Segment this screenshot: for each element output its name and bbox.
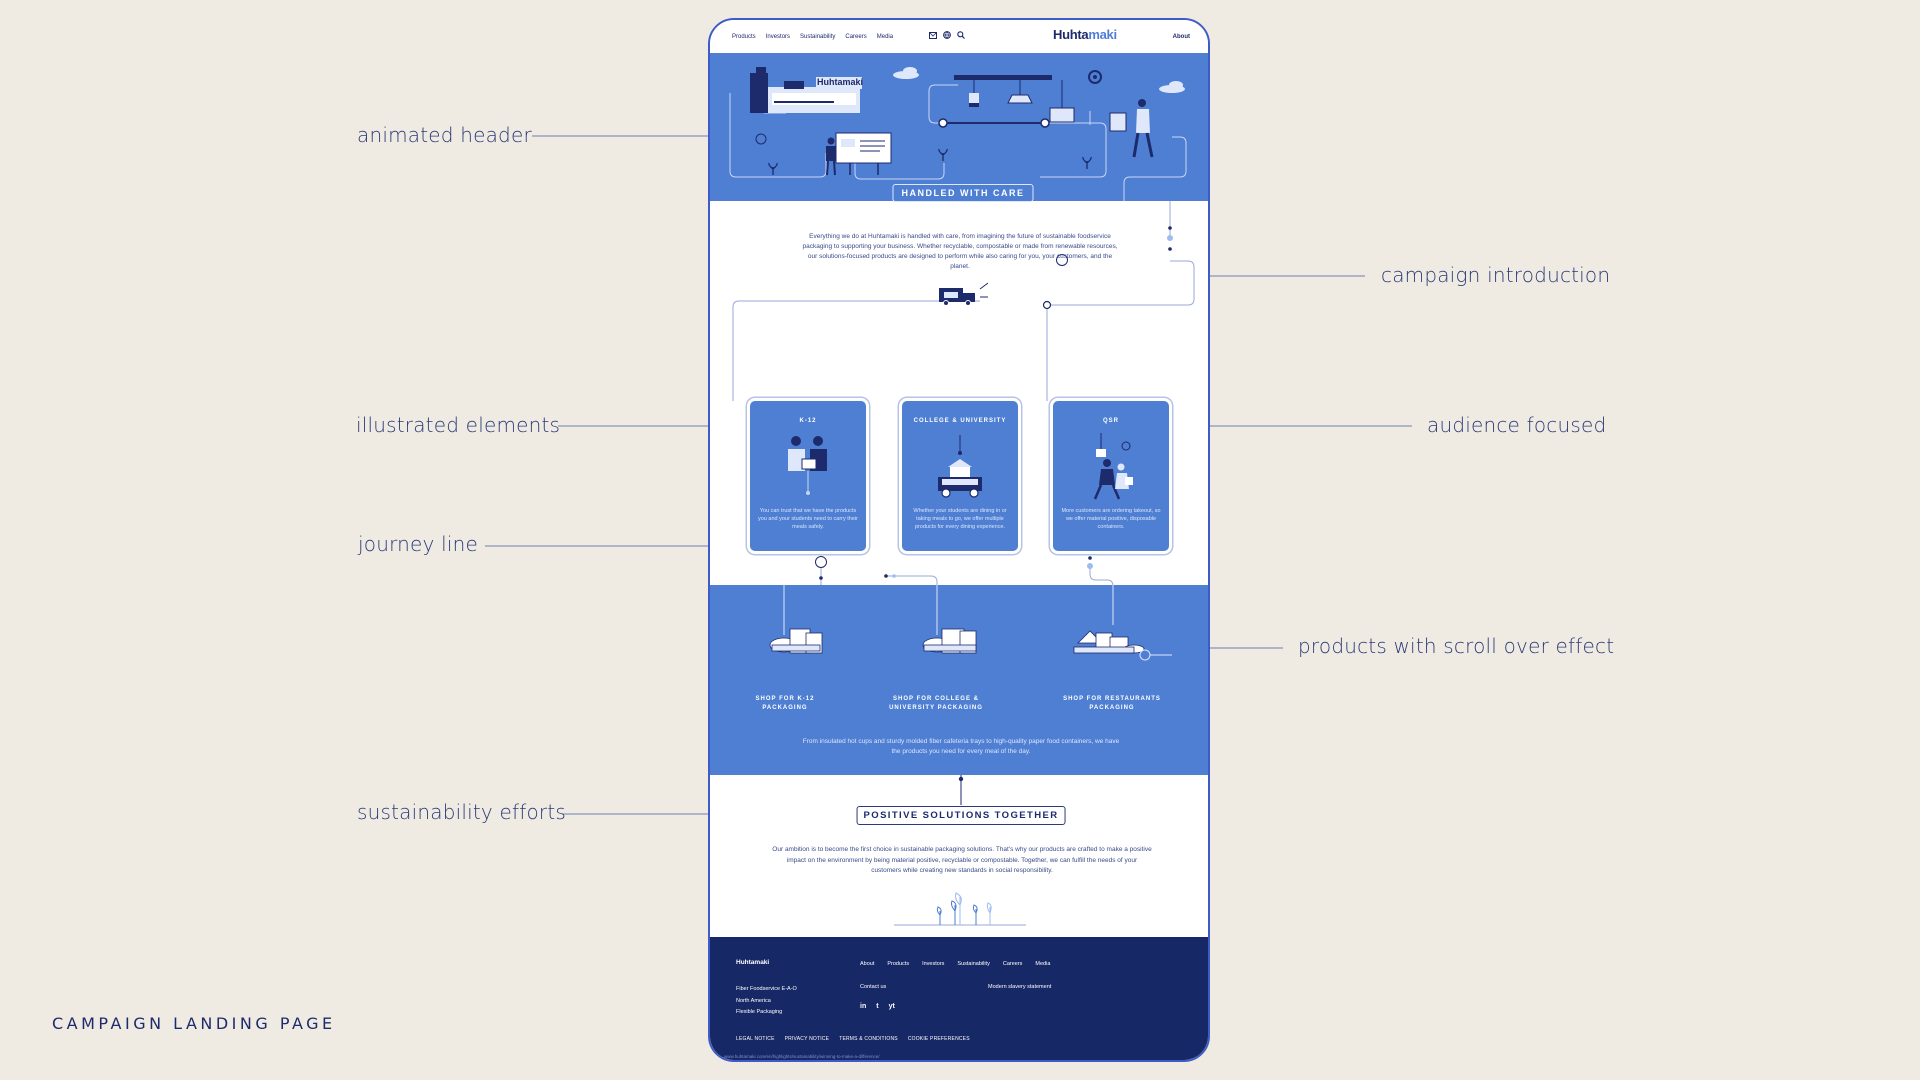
site-footer: Huhtamaki About Products Investors Susta… bbox=[710, 937, 1208, 1060]
shop-college-link[interactable]: SHOP FOR COLLEGE & UNIVERSITY PACKAGING bbox=[881, 695, 991, 713]
nav-links: Products Investors Sustainability Career… bbox=[732, 34, 893, 40]
annotation-animated-header: animated header bbox=[357, 123, 532, 147]
cloud-icons bbox=[893, 67, 1185, 93]
footer-link-products[interactable]: Products bbox=[887, 961, 910, 967]
annotation-campaign-introduction: campaign introduction bbox=[1381, 263, 1611, 287]
nav-link-products[interactable]: Products bbox=[732, 34, 756, 40]
logo-text-dark: Huhta bbox=[1053, 27, 1089, 42]
nav-link-sustainability[interactable]: Sustainability bbox=[800, 34, 836, 40]
shop-college-line1: SHOP FOR COLLEGE & bbox=[893, 696, 979, 702]
nav-link-about[interactable]: About bbox=[1172, 34, 1190, 40]
nav-icons bbox=[929, 31, 965, 39]
factory-illustration bbox=[750, 67, 862, 113]
shop-restaurants-line1: SHOP FOR RESTAURANTS bbox=[1063, 696, 1161, 702]
products-section: SHOP FOR K-12 PACKAGING SHOP FOR COLLEGE… bbox=[710, 585, 1208, 775]
nav-link-investors[interactable]: Investors bbox=[765, 34, 791, 40]
hero-badge: HANDLED WITH CARE bbox=[892, 184, 1034, 202]
shop-college-line2: UNIVERSITY PACKAGING bbox=[889, 705, 983, 711]
shop-k12-link[interactable]: SHOP FOR K-12 PACKAGING bbox=[730, 695, 840, 713]
shop-k12-line2: PACKAGING bbox=[762, 705, 808, 711]
youtube-icon[interactable]: yt bbox=[888, 1003, 895, 1010]
sustainability-description: Our ambition is to become the first choi… bbox=[772, 846, 1152, 874]
linkedin-icon[interactable]: in bbox=[860, 1003, 867, 1010]
footer-contact-link[interactable]: Contact us bbox=[860, 984, 887, 990]
nav-link-careers[interactable]: Careers bbox=[845, 34, 867, 40]
terms-link[interactable]: TERMS & CONDITIONS bbox=[839, 1036, 898, 1042]
delivery-truck-icon bbox=[939, 282, 989, 306]
presenter-illustration bbox=[826, 132, 892, 176]
factory-sign: Huhtamaki bbox=[817, 77, 863, 87]
hero-illustration: Huhtamaki bbox=[729, 67, 1187, 201]
campaign-introduction: Everything we do at Huhtamaki is handled… bbox=[802, 233, 1118, 270]
footer-division-flexible[interactable]: Flexible Packaging bbox=[736, 1009, 783, 1015]
animated-header: Huhtamaki bbox=[710, 53, 1208, 202]
mail-icon[interactable] bbox=[929, 31, 937, 39]
annotation-audience-focused: audience focused bbox=[1427, 413, 1607, 437]
status-bar-url: www.huhtamaki.com/en/highlights/sustaina… bbox=[724, 1054, 880, 1059]
logo-text-light: maki bbox=[1088, 27, 1117, 42]
audience-card-qsr[interactable]: QSR More customers are ordering takeout,… bbox=[1053, 401, 1169, 551]
students-illustration bbox=[788, 436, 827, 495]
globe-icon[interactable] bbox=[943, 31, 951, 39]
card-text: You can trust that we have the products … bbox=[758, 508, 858, 530]
card-title: K-12 bbox=[799, 418, 817, 424]
footer-link-media[interactable]: Media bbox=[1035, 961, 1051, 967]
audience-card-k12[interactable]: K-12 You can trust that we have the prod… bbox=[750, 401, 866, 551]
footer-nav: About Products Investors Sustainability … bbox=[860, 961, 1050, 967]
products-description: From insulated hot cups and sturdy molde… bbox=[802, 738, 1120, 755]
privacy-notice-link[interactable]: PRIVACY NOTICE bbox=[784, 1036, 830, 1042]
college-products-icon bbox=[922, 628, 977, 654]
nav-link-media[interactable]: Media bbox=[876, 34, 894, 40]
brand-logo[interactable]: Huhtamaki bbox=[1053, 27, 1117, 42]
footer-logo[interactable]: Huhtamaki bbox=[736, 959, 770, 966]
footer-link-sustainability[interactable]: Sustainability bbox=[957, 961, 990, 967]
footer-link-careers[interactable]: Careers bbox=[1002, 961, 1023, 967]
sustainability-title: POSITIVE SOLUTIONS TOGETHER bbox=[856, 806, 1066, 825]
card-title: QSR bbox=[1102, 418, 1119, 424]
sprout-icons bbox=[768, 148, 1092, 175]
footer-division-north-america[interactable]: North America bbox=[736, 997, 771, 1004]
takeout-illustration bbox=[1093, 433, 1133, 500]
k12-products-icon bbox=[769, 628, 823, 654]
products-illustrations bbox=[769, 585, 1172, 661]
card-title: COLLEGE & UNIVERSITY bbox=[913, 418, 1007, 424]
worker-illustration bbox=[1109, 99, 1154, 158]
footer-link-investors[interactable]: Investors bbox=[922, 961, 945, 967]
footer-legal: LEGAL NOTICE PRIVACY NOTICE TERMS & COND… bbox=[736, 1036, 970, 1042]
production-line bbox=[938, 70, 1102, 128]
shop-k12-line1: SHOP FOR K-12 bbox=[755, 696, 815, 702]
cookie-preferences-link[interactable]: COOKIE PREFERENCES bbox=[907, 1036, 970, 1042]
twitter-icon[interactable]: t bbox=[876, 1003, 879, 1010]
page-caption: CAMPAIGN LANDING PAGE bbox=[52, 1014, 336, 1033]
annotation-sustainability-efforts: sustainability efforts bbox=[357, 800, 567, 824]
shop-restaurants-link[interactable]: SHOP FOR RESTAURANTS PACKAGING bbox=[1057, 695, 1167, 713]
search-icon[interactable] bbox=[957, 31, 965, 39]
card-text: More customers are ordering takeout, so … bbox=[1061, 508, 1161, 530]
top-nav: Products Investors Sustainability Career… bbox=[710, 20, 1208, 53]
landing-page-mockup: Products Investors Sustainability Career… bbox=[708, 18, 1210, 1062]
footer-modern-slavery-link[interactable]: Modern slavery statement bbox=[988, 984, 1052, 990]
footer-social: in t yt bbox=[860, 1003, 895, 1010]
footer-divisions: Fiber Foodservice E-A-O North America Fl… bbox=[736, 984, 797, 1019]
audience-card-college[interactable]: COLLEGE & UNIVERSITY Whether your studen… bbox=[902, 401, 1018, 551]
tree-icons bbox=[894, 892, 1026, 926]
card-text: Whether your students are dining in or t… bbox=[913, 508, 1007, 530]
legal-notice-link[interactable]: LEGAL NOTICE bbox=[736, 1036, 775, 1042]
annotation-illustrated-elements: illustrated elements bbox=[356, 413, 561, 437]
footer-link-about[interactable]: About bbox=[860, 961, 875, 967]
journey-line-intro bbox=[732, 201, 1195, 401]
sustainability-illustration bbox=[894, 775, 1026, 926]
footer-division-fiber[interactable]: Fiber Foodservice E-A-O bbox=[736, 986, 797, 992]
restaurant-products-icon bbox=[1073, 630, 1145, 654]
shop-restaurants-line2: PACKAGING bbox=[1089, 705, 1135, 711]
campus-cart-illustration bbox=[938, 435, 982, 498]
annotation-products-scroll: products with scroll over effect bbox=[1298, 634, 1615, 658]
annotation-journey-line: journey line bbox=[358, 532, 479, 556]
